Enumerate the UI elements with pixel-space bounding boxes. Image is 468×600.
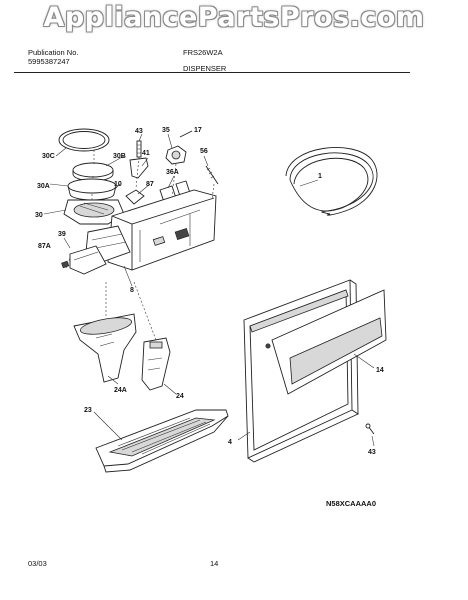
section-title: DISPENSER (183, 64, 227, 73)
tubing-coil-1 (285, 147, 378, 216)
publication-number: 5995387247 (28, 57, 70, 66)
housing-30a (67, 178, 117, 201)
callout-43-top: 43 (135, 128, 143, 135)
callout-56: 56 (200, 148, 208, 155)
watermark-logo: AppliancePartsPros.com (43, 2, 425, 33)
callout-87a: 87A (38, 243, 51, 250)
callout-30c: 30C (42, 153, 55, 160)
callout-41: 41 (142, 150, 150, 157)
model-number: FRS26W2A (183, 48, 223, 57)
clip-87a (61, 260, 70, 269)
bracket-87 (125, 189, 145, 205)
gasket-ring-30c (58, 128, 110, 152)
screw-17 (179, 130, 193, 138)
callout-14: 14 (376, 367, 384, 374)
callout-87: 87 (146, 181, 154, 188)
callout-23: 23 (84, 407, 92, 414)
screw-56 (205, 165, 219, 185)
spring-43 (136, 140, 142, 158)
leader-lines (43, 133, 375, 447)
publication-label: Publication No. (28, 48, 79, 57)
callout-4: 4 (228, 439, 232, 446)
callout-17: 17 (194, 127, 202, 134)
callout-43-bottom: 43 (368, 449, 376, 456)
footer-page: 14 (210, 559, 219, 568)
screw-43-bottom (365, 423, 375, 435)
callout-1: 1 (318, 173, 322, 180)
solenoid-35 (165, 145, 187, 165)
callout-30: 30 (35, 212, 43, 219)
drip-tray-23 (95, 409, 229, 473)
callout-39: 39 (58, 231, 66, 238)
footer-date: 03/03 (28, 559, 47, 568)
assembly-lines (65, 150, 215, 341)
callout-8: 8 (130, 287, 134, 294)
funnel-30 (63, 199, 125, 225)
lever-41 (129, 157, 149, 179)
callout-35: 35 (162, 127, 170, 134)
callout-30b: 30B (113, 153, 126, 160)
callout-10: 10 (114, 181, 122, 188)
dispenser-housing-8 (69, 189, 217, 275)
callout-30a: 30A (37, 183, 50, 190)
diagram-code: N58XCAAAA0 (326, 499, 376, 508)
disc-30b (72, 162, 114, 182)
overlay-panel-14 (271, 289, 387, 395)
paddle-24 (141, 337, 171, 391)
header-rule (14, 72, 410, 73)
chute-24a (73, 313, 137, 383)
callout-24a: 24A (114, 387, 127, 394)
callout-36a: 36A (166, 169, 179, 176)
callout-24: 24 (176, 393, 184, 400)
